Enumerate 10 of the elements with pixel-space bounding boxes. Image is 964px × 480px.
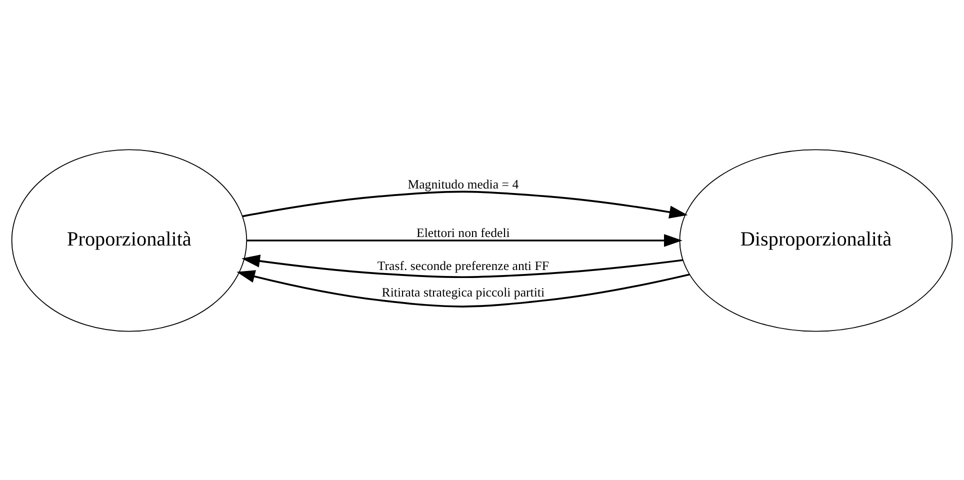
arrow — [242, 254, 683, 278]
edge-label: Elettori non fedeli — [416, 226, 510, 240]
node-ellipse: Proporzionalità — [11, 148, 248, 332]
edge-label: Trasf. seconde preferenze anti FF — [377, 258, 549, 273]
arrow — [236, 270, 690, 307]
arrow — [246, 234, 682, 246]
node-ellipse: Disproporzionalità — [679, 148, 953, 332]
arrow — [242, 190, 688, 218]
edge-label: Ritirata strategica piccoli partiti — [382, 285, 545, 300]
edge-label: Magnitudo media = 4 — [408, 176, 519, 191]
